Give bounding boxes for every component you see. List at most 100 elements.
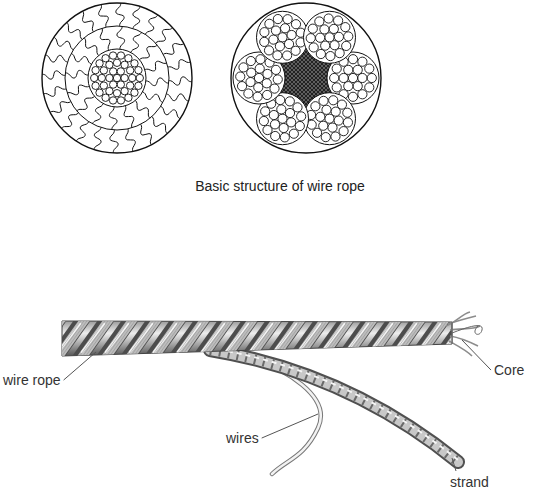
z-wire-joint: [67, 22, 82, 39]
round-wire: [330, 73, 339, 82]
round-wire: [256, 55, 265, 64]
wire-line: [272, 318, 302, 360]
round-wire: [343, 118, 352, 127]
wire-line: [440, 318, 470, 360]
wire-line: [221, 318, 251, 360]
round-wire: [129, 74, 136, 81]
round-wire: [102, 94, 109, 101]
locked-coil-section: [42, 3, 192, 153]
round-wire: [348, 92, 357, 101]
round-wire: [283, 15, 292, 24]
round-wire: [273, 14, 282, 23]
round-wire: [261, 107, 270, 116]
round-wire: [348, 55, 357, 64]
round-wire: [271, 131, 280, 140]
round-wire: [326, 51, 335, 60]
z-wire-joint: [117, 26, 125, 49]
strand-lay-dark: [270, 318, 300, 360]
round-wire: [353, 65, 362, 74]
z-wire-joint: [42, 71, 65, 79]
round-wire: [237, 82, 246, 91]
rope-illustration: [29, 312, 497, 474]
round-wire: [322, 105, 331, 114]
round-wire: [291, 46, 300, 55]
round-wire: [279, 123, 288, 132]
round-wire: [121, 61, 128, 68]
round-wire: [331, 132, 340, 141]
round-wire: [264, 46, 273, 55]
round-wire: [285, 97, 294, 106]
strand-lay: [416, 318, 446, 360]
rope-end-cap: [451, 322, 452, 344]
strand-lay-dark: [318, 318, 348, 360]
wire-line: [128, 318, 158, 360]
strand-lay-dark: [462, 318, 492, 360]
wire-line: [200, 318, 230, 360]
z-wire-joint: [110, 130, 118, 153]
z-wire-joint: [77, 96, 95, 111]
round-wire: [348, 73, 357, 82]
round-wire: [263, 69, 272, 78]
strand-lay-dark: [390, 318, 420, 360]
wire-line: [317, 318, 347, 360]
strand-lay: [32, 318, 62, 360]
wire-line: [152, 318, 182, 360]
leader-line: [262, 414, 318, 438]
z-wire-joint: [84, 38, 99, 56]
z-wire-joint: [83, 11, 94, 31]
round-wire: [344, 82, 353, 91]
frayed-wire: [446, 312, 470, 326]
round-wire: [131, 89, 138, 96]
round-wire: [319, 96, 328, 105]
z-wire-joint: [126, 129, 136, 151]
round-wire: [121, 87, 128, 94]
round-wire: [271, 65, 280, 74]
round-wire: [358, 57, 367, 66]
strand-lay: [272, 318, 302, 360]
round-wire: [113, 90, 120, 97]
leader-line: [462, 340, 491, 370]
strand-lay: [248, 318, 278, 360]
round-wire: [96, 89, 103, 96]
z-wire-joint: [99, 5, 109, 27]
strand-lay: [152, 318, 182, 360]
round-wire: [253, 92, 262, 101]
z-wire-joint: [156, 28, 173, 43]
z-wire-joint: [168, 60, 190, 70]
strand-lay: [344, 318, 374, 360]
round-wire: [121, 74, 128, 81]
rope-outline: [231, 3, 381, 153]
wire-line: [269, 318, 299, 360]
wire-line: [320, 318, 350, 360]
round-wire: [316, 49, 325, 58]
z-wire-joint: [67, 85, 89, 95]
round-wire: [343, 108, 352, 117]
strand-lay-dark: [342, 318, 372, 360]
z-wire-joint: [131, 32, 142, 52]
strand-lay: [440, 318, 470, 360]
round-wire: [260, 28, 269, 37]
part-label: wires: [226, 430, 259, 446]
round-wire: [287, 30, 296, 39]
wire-line: [392, 318, 422, 360]
loose-strand-shine: [210, 348, 458, 460]
leader-lines: [64, 340, 491, 471]
loose-strand: [210, 350, 458, 462]
wire-line: [197, 318, 227, 360]
strand-lay: [176, 318, 206, 360]
round-wire: [344, 65, 353, 74]
strand-lay: [128, 318, 158, 360]
wire-line: [416, 318, 446, 360]
round-wire: [135, 82, 142, 89]
round-wire: [117, 81, 124, 88]
wire-line: [29, 318, 59, 360]
round-wire: [324, 14, 333, 23]
round-wire: [329, 96, 338, 105]
z-wire-joint: [50, 102, 70, 113]
strand-lay-dark: [198, 318, 228, 360]
z-wire-joint: [92, 104, 103, 124]
wire-line: [461, 318, 491, 360]
round-wire: [246, 77, 255, 86]
round-wire: [339, 73, 348, 82]
